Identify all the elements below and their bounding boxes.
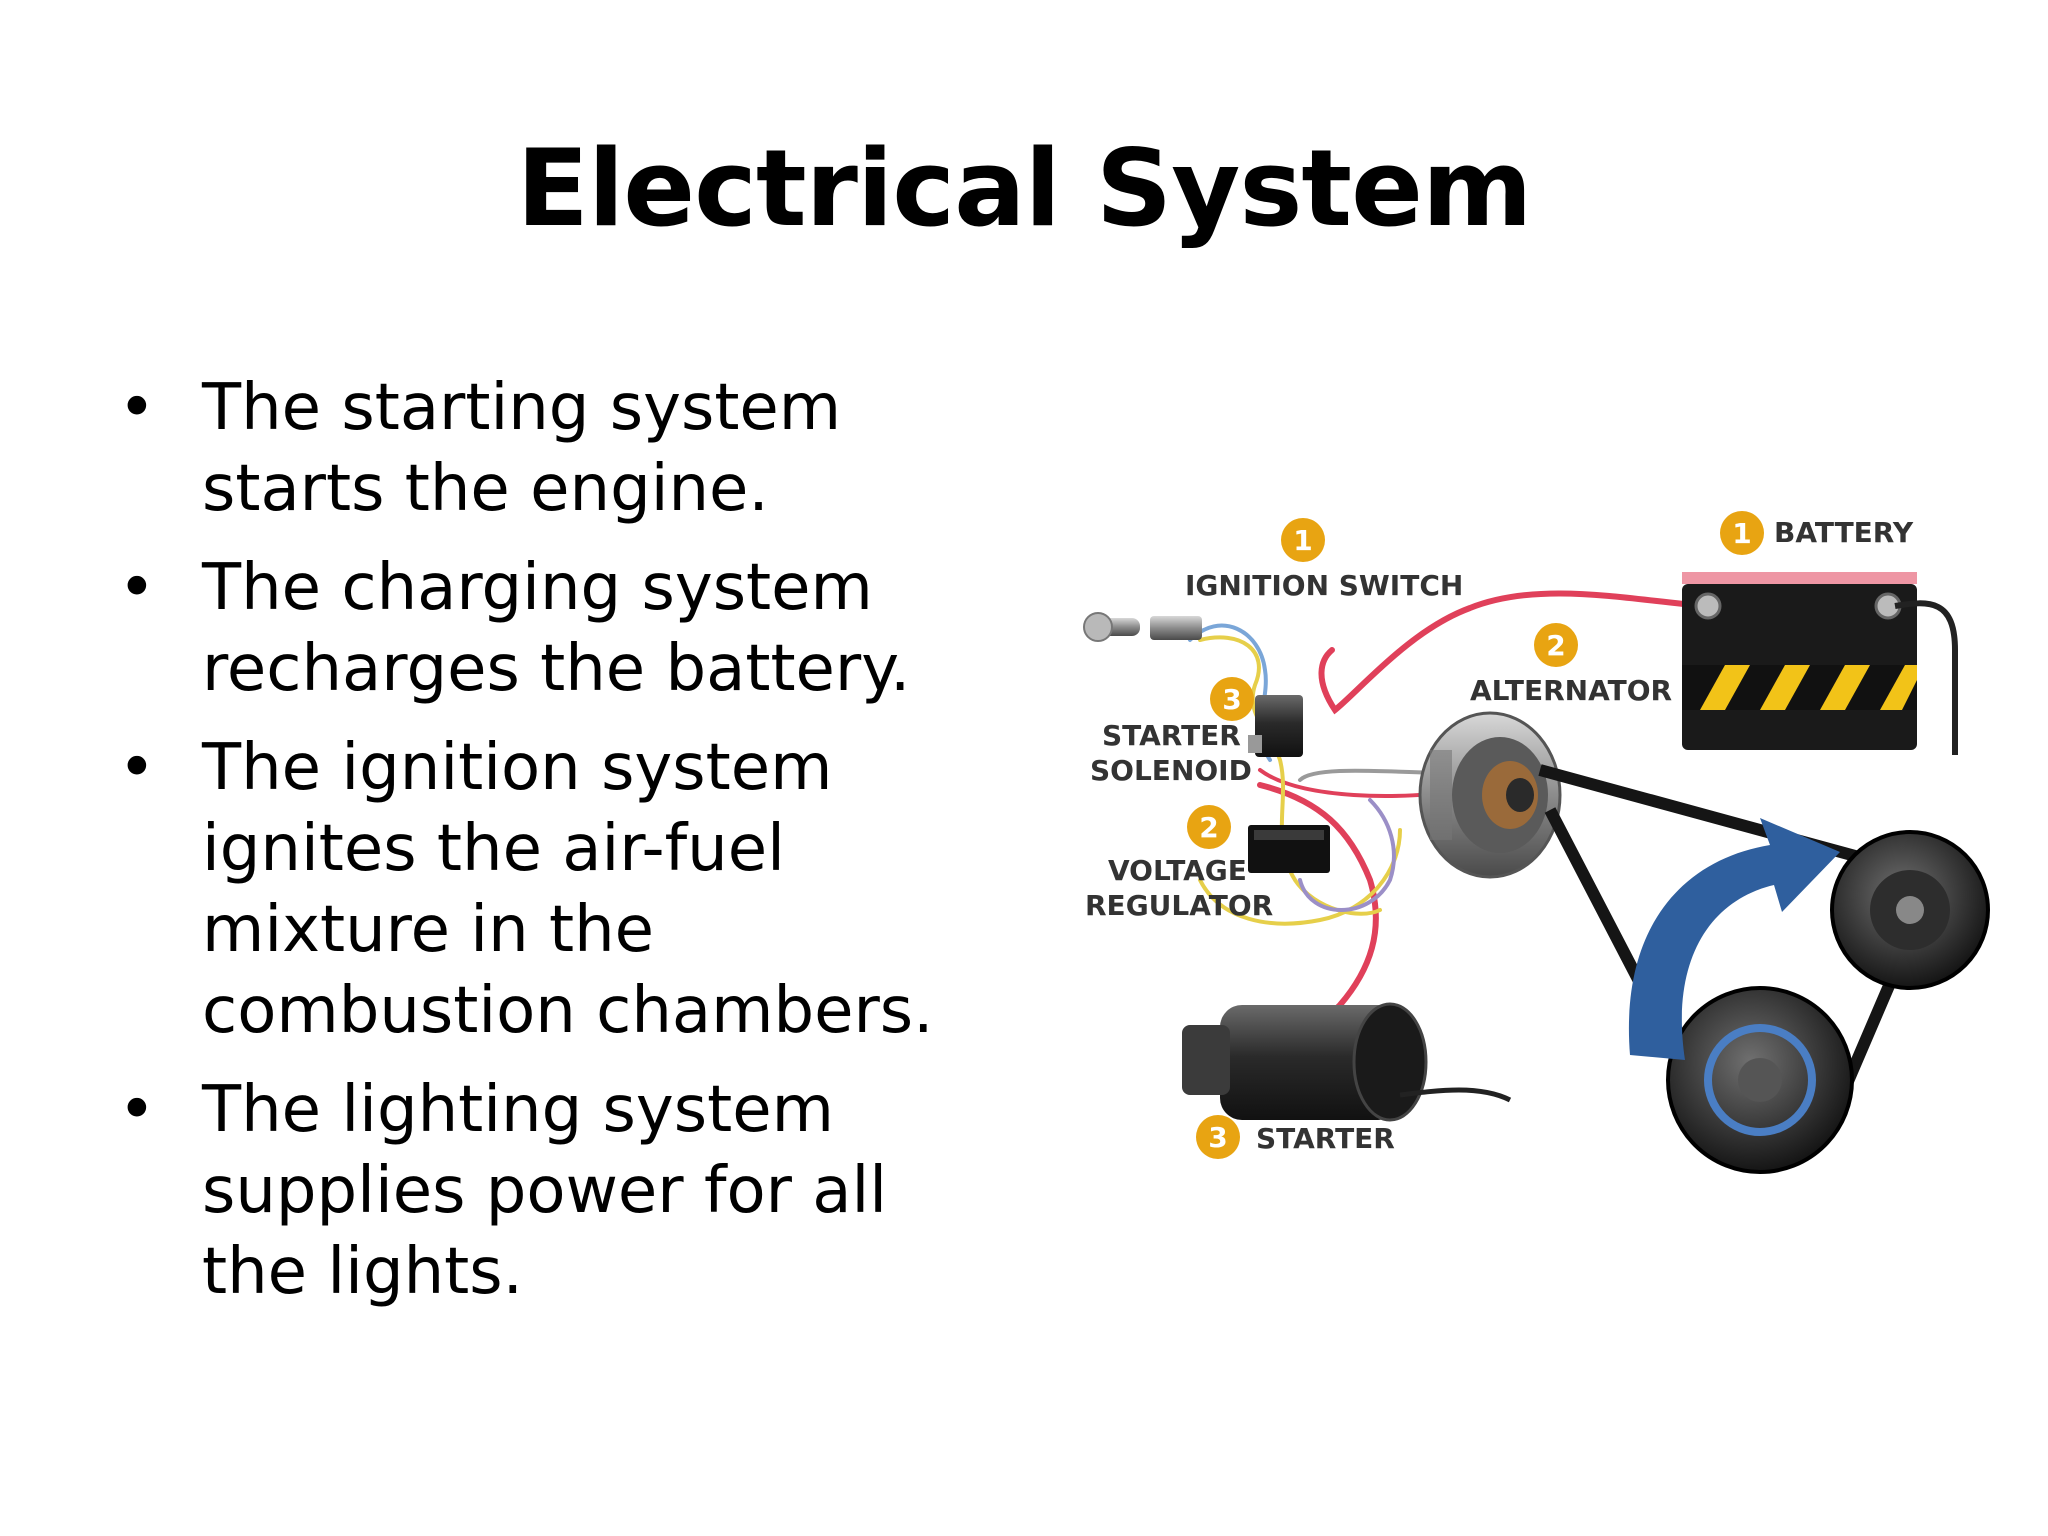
bullet-marker: • xyxy=(118,731,156,805)
bullet-text: The charging system recharges the batter… xyxy=(202,551,911,706)
badge-ignition-switch: 1 xyxy=(1281,518,1325,562)
regulator-wire xyxy=(1198,828,1402,926)
badge-number: 3 xyxy=(1222,683,1241,716)
battery-component xyxy=(1682,572,1958,755)
ignition-switch-component xyxy=(1083,612,1202,642)
badge-number: 3 xyxy=(1208,1121,1227,1154)
voltage-regulator-component xyxy=(1248,825,1330,873)
label-alternator: ALTERNATOR xyxy=(1470,674,1672,707)
badge-voltage-regulator: 2 xyxy=(1187,805,1231,849)
badge-starter-solenoid: 3 xyxy=(1210,677,1254,721)
alternator-component xyxy=(1418,711,1562,879)
battery-cable-wire xyxy=(1318,590,1708,715)
bullet-item: • The charging system recharges the batt… xyxy=(118,548,988,710)
rotation-arrow-icon xyxy=(1628,818,1840,1060)
belt-drive xyxy=(1538,764,1990,1174)
badge-number: 2 xyxy=(1199,811,1218,844)
bullet-text: The starting system starts the engine. xyxy=(202,371,842,526)
slide-title: Electrical System xyxy=(516,127,1533,250)
bullet-list: • The starting system starts the engine.… xyxy=(118,368,988,1331)
bullet-item: • The ignition system ignites the air-fu… xyxy=(118,728,988,1052)
badge-number: 1 xyxy=(1293,524,1312,557)
bullet-item: • The lighting system supplies power for… xyxy=(118,1070,988,1313)
battery-hazard-stripes xyxy=(1700,665,1917,710)
bullet-marker: • xyxy=(118,371,156,445)
badge-number: 2 xyxy=(1546,629,1565,662)
label-battery: BATTERY xyxy=(1774,516,1914,549)
bullet-text: The lighting system supplies power for a… xyxy=(202,1073,888,1309)
starter-motor-component xyxy=(1182,1002,1512,1122)
label-voltage-regulator-line1: VOLTAGE xyxy=(1108,854,1247,887)
label-ignition-switch: IGNITION SWITCH xyxy=(1185,569,1463,602)
electrical-system-diagram: 1 1 2 3 2 3 IGNITION SWITCH BATTERY ALTE… xyxy=(1083,511,1990,1174)
bullet-item: • The starting system starts the engine. xyxy=(118,368,988,530)
label-starter-solenoid-line1: STARTER xyxy=(1102,719,1241,752)
starter-solenoid-component xyxy=(1248,695,1303,757)
badge-starter: 3 xyxy=(1196,1115,1240,1159)
label-voltage-regulator-line2: REGULATOR xyxy=(1085,889,1273,922)
badge-battery: 1 xyxy=(1720,511,1764,555)
bullet-marker: • xyxy=(118,1073,156,1147)
badge-number: 1 xyxy=(1732,517,1751,550)
ignition-wire xyxy=(1198,635,1382,916)
label-starter: STARTER xyxy=(1256,1122,1395,1155)
bullet-text: The ignition system ignites the air-fuel… xyxy=(202,731,934,1048)
field-wire xyxy=(1298,798,1396,912)
label-starter-solenoid-line2: SOLENOID xyxy=(1090,754,1252,787)
badge-alternator: 2 xyxy=(1534,623,1578,667)
bullet-marker: • xyxy=(118,551,156,625)
